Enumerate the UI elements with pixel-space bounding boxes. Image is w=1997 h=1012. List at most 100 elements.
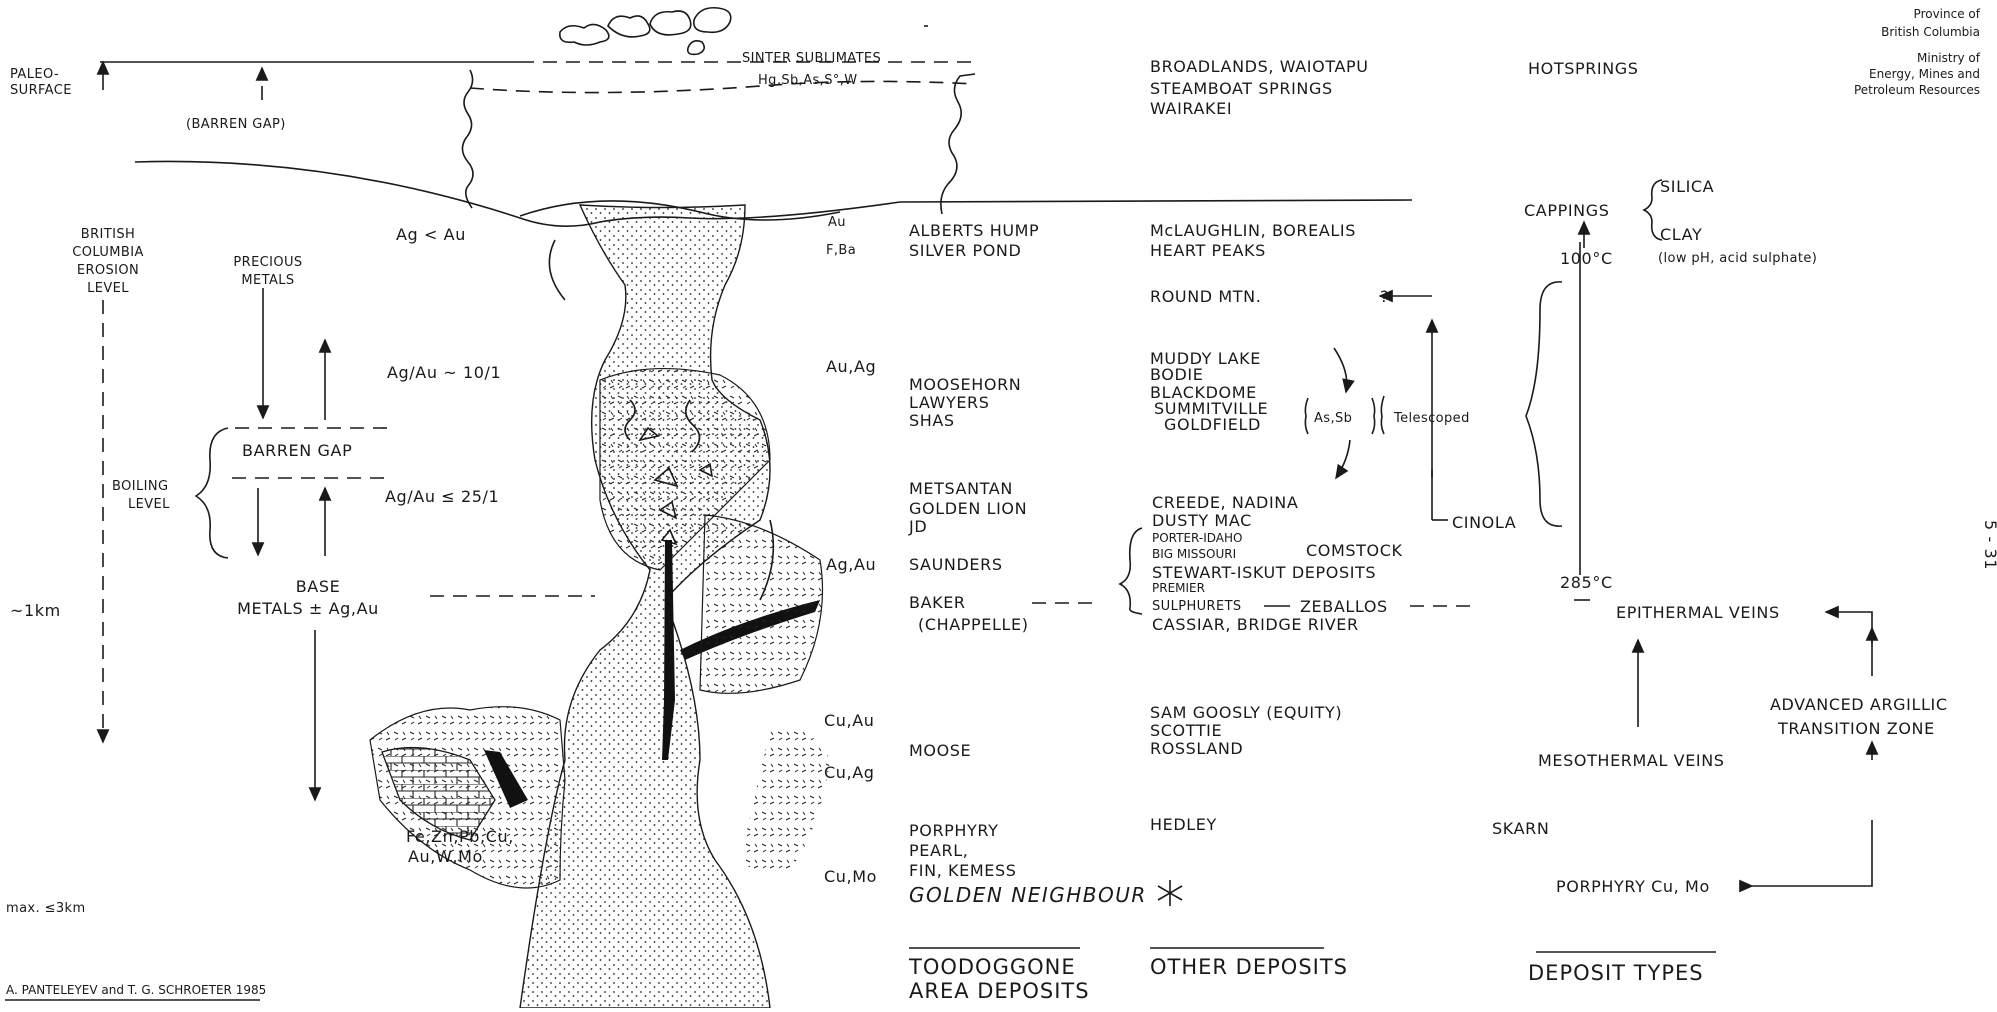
question-mark: ? — [1380, 287, 1389, 306]
dep-lawyers: LAWYERS — [909, 393, 990, 412]
depth-1km: ~1km — [10, 601, 61, 620]
tag-agau: Ag,Au — [826, 555, 876, 574]
type-porphyry: PORPHYRY Cu, Mo — [1556, 877, 1710, 896]
precious-metals-1: PRECIOUS — [233, 255, 302, 270]
skarn-metals-1: Fe,Zn,Pb,Cu, — [406, 827, 514, 846]
steam-clouds — [560, 8, 928, 55]
dep-golden-neighbour: GOLDEN NEIGHBOUR — [909, 883, 1147, 907]
dep-jd: JD — [908, 517, 927, 536]
dep-zeballos: ZEBALLOS — [1300, 597, 1388, 616]
dep-cassiar: CASSIAR, BRIDGE RIVER — [1152, 615, 1359, 634]
erosion-label-1: BRITISH — [81, 227, 135, 242]
base-metals-1: BASE — [296, 577, 341, 596]
metal-tags: Au F,Ba Au,Ag Ag,Au Cu,Au Cu,Ag Cu,Mo — [824, 215, 877, 886]
boiling-level-1: BOILING — [112, 479, 168, 494]
dep-saunders: SAUNDERS — [909, 555, 1003, 574]
ratio-25-1: Ag/Au ≤ 25/1 — [385, 487, 499, 506]
dep-broadlands: BROADLANDS, WAIOTAPU — [1150, 57, 1369, 76]
dep-metsantan: METSANTAN — [909, 479, 1013, 498]
skarn-metals-2: Au,W,Mo — [408, 847, 483, 866]
tag-cumo: Cu,Mo — [824, 867, 877, 886]
dep-round-mtn: ROUND MTN. — [1150, 287, 1261, 306]
type-clay: CLAY — [1660, 225, 1702, 244]
dep-alberts-hump: ALBERTS HUMP — [909, 221, 1039, 240]
type-skarn: SKARN — [1492, 819, 1549, 838]
temp-100: 100°C — [1560, 249, 1613, 268]
type-epithermal: EPITHERMAL VEINS — [1616, 603, 1780, 622]
dep-goldfield: GOLDFIELD — [1164, 415, 1261, 434]
tag-auag: Au,Ag — [826, 357, 876, 376]
toodoggone-header-1: TOODOGGONE — [908, 955, 1076, 979]
publisher-line-4: Energy, Mines and — [1869, 67, 1980, 81]
dep-scottie: SCOTTIE — [1150, 721, 1222, 740]
type-advanced-2: TRANSITION ZONE — [1777, 719, 1935, 738]
type-clay-note: (low pH, acid sulphate) — [1658, 251, 1817, 266]
dep-big-missouri: BIG MISSOURI — [1152, 547, 1236, 561]
author-credit: A. PANTELEYEV and T. G. SCHROETER 1985 — [6, 983, 266, 997]
dep-stewart-iskut: STEWART-ISKUT DEPOSITS — [1152, 563, 1376, 582]
asterisk-icon — [1158, 880, 1182, 906]
dep-comstock: COMSTOCK — [1306, 541, 1403, 560]
type-mesothermal: MESOTHERMAL VEINS — [1538, 751, 1725, 770]
dep-cinola: CINOLA — [1452, 513, 1516, 532]
dep-bodie: BODIE — [1150, 365, 1203, 384]
base-metals-2: METALS ± Ag,Au — [237, 599, 379, 618]
dep-fin-kemess: FIN, KEMESS — [909, 861, 1017, 880]
deposit-types-header: DEPOSIT TYPES — [1528, 961, 1704, 985]
barren-gap-lower: BARREN GAP — [242, 441, 352, 460]
type-hotsprings: HOTSPRINGS — [1528, 59, 1639, 78]
type-advanced-1: ADVANCED ARGILLIC — [1770, 695, 1948, 714]
barren-gap-upper: (BARREN GAP) — [186, 117, 286, 132]
ratio-ag-lt-au: Ag < Au — [396, 225, 466, 244]
dep-chappelle: (CHAPPELLE) — [918, 615, 1029, 634]
left-column-labels: PALEO- SURFACE BRITISH COLUMBIA EROSION … — [6, 67, 266, 997]
erosion-label-2: COLUMBIA — [72, 245, 143, 260]
other-deposits-column: BROADLANDS, WAIOTAPU STEAMBOAT SPRINGS W… — [1150, 57, 1516, 979]
dep-baker: BAKER — [909, 593, 966, 612]
dep-creede: CREEDE, NADINA — [1152, 493, 1298, 512]
publisher-line-2: British Columbia — [1881, 25, 1980, 39]
dep-mclaughlin: McLAUGHLIN, BOREALIS — [1150, 221, 1356, 240]
toodoggone-column: ALBERTS HUMP SILVER POND MOOSEHORN LAWYE… — [908, 221, 1182, 1003]
dep-premier: PREMIER — [1152, 581, 1205, 595]
other-deposits-header: OTHER DEPOSITS — [1150, 955, 1348, 979]
tag-au: Au — [828, 215, 846, 230]
paleosurface-label-2: SURFACE — [10, 83, 72, 98]
dep-wairakei: WAIRAKEI — [1150, 99, 1232, 118]
dep-shas: SHAS — [909, 411, 955, 430]
dep-moosehorn: MOOSEHORN — [909, 375, 1021, 394]
publisher-line-1: Province of — [1914, 7, 1981, 21]
dep-rossland: ROSSLAND — [1150, 739, 1243, 758]
dep-porphyry: PORPHYRY — [909, 821, 998, 840]
tag-fba: F,Ba — [826, 243, 856, 258]
toodoggone-header-2: AREA DEPOSITS — [909, 979, 1090, 1003]
page-number: 5 - 31 — [1981, 520, 1997, 570]
telescoped-label: Telescoped — [1393, 411, 1470, 426]
dep-sulphurets: SULPHURETS — [1152, 599, 1242, 614]
dep-dusty-mac: DUSTY MAC — [1152, 511, 1252, 530]
paleosurface-label-1: PALEO- — [10, 67, 59, 82]
temp-285: 285°C — [1560, 573, 1613, 592]
sinter-label-2: Hg,Sb,As,S°,W — [758, 73, 858, 88]
publisher-block: Province of British Columbia Ministry of… — [1854, 7, 1981, 97]
publisher-line-3: Ministry of — [1917, 51, 1981, 65]
dep-heart-peaks: HEART PEAKS — [1150, 241, 1266, 260]
as-sb-label: As,Sb — [1314, 411, 1352, 426]
tag-cuau: Cu,Au — [824, 711, 874, 730]
erosion-label-3: EROSION — [77, 263, 139, 278]
deposit-types-column: HOTSPRINGS CAPPINGS SILICA CLAY (low pH,… — [1492, 59, 1948, 985]
dep-steamboat: STEAMBOAT SPRINGS — [1150, 79, 1333, 98]
ratio-10-1: Ag/Au ~ 10/1 — [387, 363, 501, 382]
dep-moose: MOOSE — [909, 741, 971, 760]
type-cappings: CAPPINGS — [1524, 201, 1609, 220]
tag-cuag: Cu,Ag — [824, 763, 875, 782]
deposit-connectors — [909, 180, 1872, 952]
publisher-line-5: Petroleum Resources — [1854, 83, 1980, 97]
sinter-label-1: SINTER SUBLIMATES — [742, 51, 881, 66]
dep-golden-lion: GOLDEN LION — [909, 499, 1027, 518]
depth-3km: max. ≤3km — [6, 901, 86, 916]
dep-silver-pond: SILVER POND — [909, 241, 1021, 260]
erosion-label-4: LEVEL — [87, 281, 129, 296]
